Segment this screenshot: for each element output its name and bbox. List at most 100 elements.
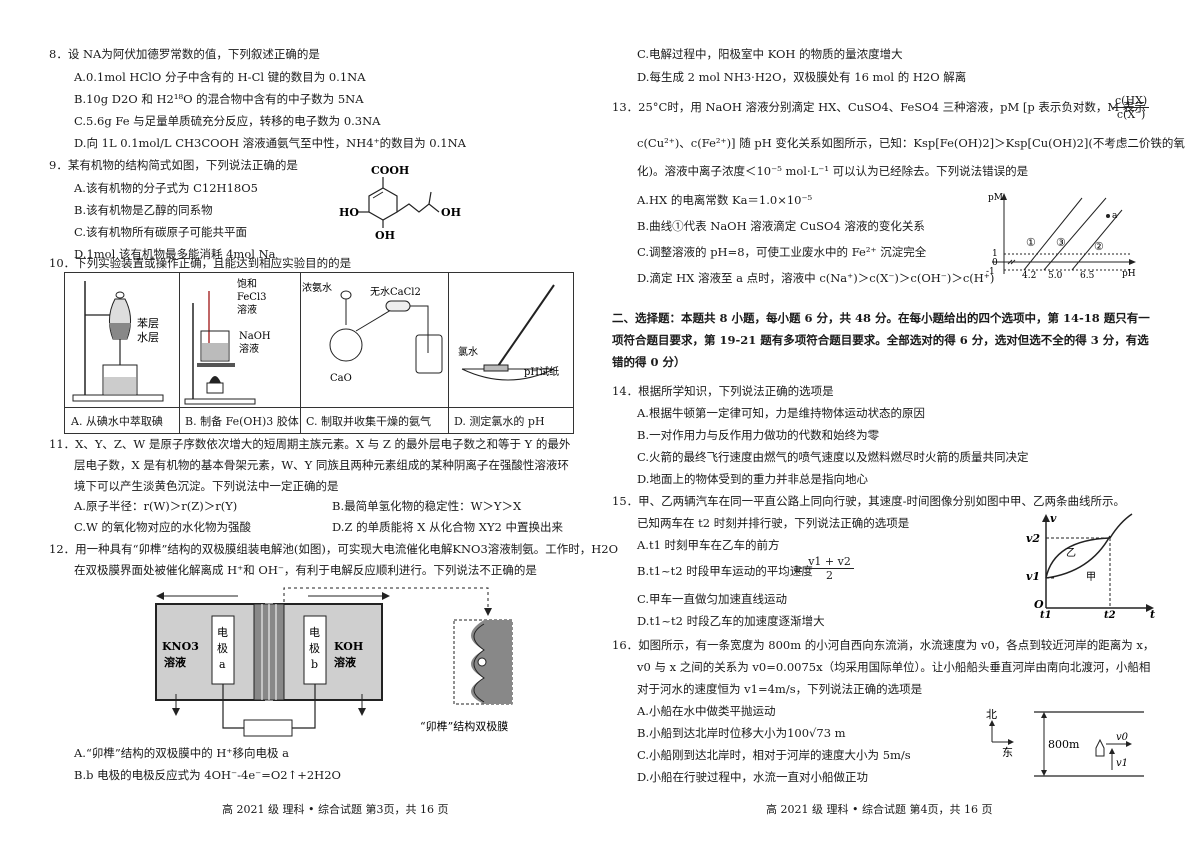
- q14-option-a: A.根据牛顿第一定律可知，力是维持物体运动状态的原因: [637, 406, 925, 420]
- q9-structure-diagram: COOH HO OH OH: [339, 164, 461, 242]
- label-koh-solution: 溶液: [334, 655, 357, 669]
- x-axis-label: pH: [1122, 269, 1136, 279]
- q13-line-3: 化)。溶液中离子浓度＜10⁻⁵ mol·L⁻¹ 可以认为已经除去。下列说法错误的…: [637, 164, 1029, 178]
- q12-option-c: C.电解过程中，阳极室中 KOH 的物质的量浓度增大: [637, 47, 903, 61]
- label-electrode-a-2: 极: [217, 641, 228, 655]
- q16-line-1: 16．如图所示，有一条宽度为 800m 的小河自西向东流淌，水流速度为 v0，各…: [612, 638, 1155, 652]
- q9-option-b: B.该有机物是乙醇的同系物: [74, 203, 213, 217]
- q14-option-c: C.火箭的最终飞行速度由燃气的喷气速度以及燃料燃尽时火箭的质量共同决定: [637, 450, 1029, 464]
- q16-option-b: B.小船到达北岸时位移大小为100√73 m: [637, 726, 846, 740]
- q13-pm-ph-graph: pM pH 4.2 5.0 6.5 1 0 -1 ① ③ ② a: [986, 193, 1136, 280]
- q15-velocity-time-graph: v v2 v1 O t1 t2 t 乙 甲: [1026, 512, 1155, 618]
- q10-stem: 10．下列实验装置或操作正确，且能达到相应实验目的的是: [49, 256, 352, 270]
- q12-option-b: B.b 电极的电极反应式为 4OH⁻-4e⁻=O2↑+2H2O: [74, 768, 341, 782]
- q13-option-c: C.调整溶液的 pH=8，可使工业废水中的 Fe²⁺ 沉淀完全: [637, 245, 927, 259]
- label-kno3: KNO3: [162, 640, 199, 653]
- label-800m: 800m: [1048, 738, 1080, 751]
- q10-cell-c: 浓氨水 无水CaCl2 CaO: [300, 273, 449, 433]
- label-benzene-layer: 苯层: [137, 316, 159, 330]
- colloid-apparatus: 饱和 FeCl3 溶液 NaOH 溶液: [184, 278, 271, 405]
- label-cacl2: 无水CaCl2: [370, 286, 421, 298]
- curve-label-3: ③: [1056, 236, 1066, 249]
- q10-cell-d: 氯水 pH试纸: [448, 273, 573, 433]
- label-saturated: 饱和: [237, 278, 257, 290]
- q15-line-1: 15．甲、乙两辆汽车在同一平直公路上同向行驶，其速度-时间图像分别如图中甲、乙两…: [612, 494, 1126, 508]
- q8-stem: 8．设 NA为阿伏加德罗常数的值，下列叙述正确的是: [49, 47, 320, 61]
- q9-stem: 9．某有机物的结构简式如图，下列说法正确的是: [49, 158, 298, 172]
- label-ph-paper: pH试纸: [524, 365, 559, 378]
- label-v: v: [1050, 512, 1057, 525]
- section2-line-2: 项符合题目要求，第 19-21 题有多项符合题目要求。全部选对的得 6 分，选对…: [612, 333, 1149, 347]
- q12-option-a: A.“卯榫”结构的双极膜中的 H⁺移向电极 a: [74, 746, 289, 760]
- membrane-caption: “卯榫”结构双极膜: [420, 719, 508, 733]
- label-v1: v1: [1026, 570, 1040, 583]
- ph-test-apparatus: 氯水 pH试纸: [458, 284, 559, 381]
- label-solution-1: 溶液: [237, 303, 257, 316]
- label-electrode-a-3: a: [219, 658, 226, 671]
- q11-option-b: B.最简单氢化物的稳定性：W＞Y＞X: [332, 499, 522, 513]
- q9-option-d: D.1mol 该有机物最多能消耗 4mol Na: [74, 247, 276, 261]
- q11-line-2: 层电子数，X 是有机物的基本骨架元素，W、Y 同族且两种元素组成的某种阴离子在强…: [74, 458, 569, 472]
- q9-option-c: C.该有机物所有碳原子可能共平面: [74, 225, 248, 239]
- q10-cell-b: 饱和 FeCl3 溶液 NaOH 溶液: [179, 273, 301, 433]
- y-tick-0: 0: [992, 258, 998, 268]
- q10-captions-row: A. 从碘水中萃取碘 B. 制备 Fe(OH)3 胶体 C. 制取并收集干燥的氨…: [65, 407, 573, 434]
- q12-option-d: D.每生成 2 mol NH3·H2O，双极膜处有 16 mol 的 H2O 解…: [637, 70, 967, 84]
- section2-line-3: 错的得 0 分）: [612, 355, 686, 369]
- q15-option-a: A.t1 时刻甲车在乙车的前方: [637, 538, 780, 552]
- q13-fraction: c(HX) c(X⁻): [1113, 94, 1150, 121]
- y-axis-label: pM: [988, 193, 1003, 203]
- fraction-denominator: c(X⁻): [1116, 108, 1146, 121]
- label-oh-2: OH: [441, 206, 461, 219]
- q11-line-1: 11．X、Y、Z、W 是原子序数依次增大的短周期主族元素。X 与 Z 的最外层电…: [49, 437, 571, 451]
- label-east: 东: [1002, 746, 1013, 759]
- q10-cell-a: 苯层 水层: [65, 273, 180, 433]
- label-cao: CaO: [330, 373, 352, 384]
- label-yi: 乙: [1066, 547, 1076, 559]
- q11-option-d: D.Z 的单质能将 X 从化合物 XY2 中置换出来: [332, 520, 564, 534]
- formula-denominator: 2: [826, 569, 834, 582]
- label-ho: HO: [339, 206, 359, 219]
- curve-label-2: ②: [1094, 240, 1104, 253]
- label-north: 北: [986, 708, 997, 721]
- q14-stem: 14．根据所学知识，下列说法正确的选项是: [612, 384, 834, 398]
- caption-c: C. 制取并收集干燥的氨气: [306, 415, 432, 428]
- label-oh-1: OH: [375, 229, 395, 242]
- q16-line-2: v0 与 x 之间的关系为 v0=0.0075x（均采用国际单位）。让小船船头垂…: [637, 660, 1151, 674]
- formula-numerator: v1 + v2: [805, 555, 854, 569]
- q14-option-b: B.一对作用力与反作用力做功的代数和始终为零: [637, 428, 880, 442]
- q8-option-c: C.5.6g Fe 与足量单质硫充分反应，转移的电子数为 0.3NA: [74, 114, 381, 128]
- q15-option-d: D.t1~t2 时段乙车的加速度逐渐增大: [637, 614, 825, 628]
- x-tick-4-2: 4.2: [1022, 271, 1036, 280]
- q13-option-b: B.曲线①代表 NaOH 溶液滴定 CuSO4 溶液的变化关系: [637, 219, 925, 233]
- x-tick-5-0: 5.0: [1048, 271, 1063, 280]
- label-t2: t2: [1104, 610, 1116, 618]
- q14-option-d: D.地面上的物体受到的重力并非总是指向地心: [637, 472, 868, 486]
- q12-line-2: 在双极膜界面处被催化解离成 H⁺和 OH⁻，有利于电解反应顺利进行。下列说法不正…: [74, 563, 537, 577]
- label-fecl3: FeCl3: [237, 292, 267, 303]
- label-v1-boat: v1: [1116, 758, 1128, 769]
- curve-label-1: ①: [1026, 236, 1036, 249]
- label-cooh: COOH: [371, 164, 409, 177]
- q16-option-a: A.小船在水中做类平抛运动: [637, 704, 776, 718]
- q16-line-3: 对于河水的速度恒为 v1=4m/s，下列说法正确的选项是: [637, 682, 923, 696]
- caption-a: A. 从碘水中萃取碘: [71, 415, 163, 428]
- q15-option-b: B.t1~t2 时段甲车运动的平均速度: [637, 564, 813, 578]
- label-v0: v0: [1116, 732, 1129, 743]
- label-electrode-b-3: b: [311, 658, 318, 671]
- label-naoh: NaOH: [239, 331, 271, 342]
- label-t1: t1: [1040, 610, 1052, 618]
- label-v2: v2: [1026, 532, 1040, 545]
- q9-option-a: A.该有机物的分子式为 C12H18O5: [74, 181, 258, 195]
- q11-option-a: A.原子半径：r(W)＞r(Z)＞r(Y): [74, 499, 238, 513]
- q12-line-1: 12．用一种具有“卯榫”结构的双极膜组装电解池(如图)，可实现大电流催化电解KN…: [49, 542, 619, 556]
- right-page-footer: 高 2021 级 理科 • 综合试题 第4页，共 16 页: [766, 803, 993, 816]
- ammonia-apparatus: 浓氨水 无水CaCl2 CaO: [302, 281, 443, 384]
- section2-line-1: 二、选择题：本题共 8 小题，每小题 6 分，共 48 分。在每小题给出的四个选…: [612, 311, 1150, 325]
- label-kno3-solution: 溶液: [164, 655, 187, 669]
- label-koh: KOH: [334, 640, 363, 653]
- caption-d: D. 测定氯水的 pH: [454, 415, 545, 428]
- q16-option-c: C.小船刚到达北岸时，相对于河岸的速度大小为 5m/s: [637, 748, 911, 762]
- label-jia: 甲: [1086, 572, 1096, 583]
- q13-option-d: D.滴定 HX 溶液至 a 点时，溶液中 c(Na⁺)＞c(X⁻)＞c(OH⁻)…: [637, 271, 995, 285]
